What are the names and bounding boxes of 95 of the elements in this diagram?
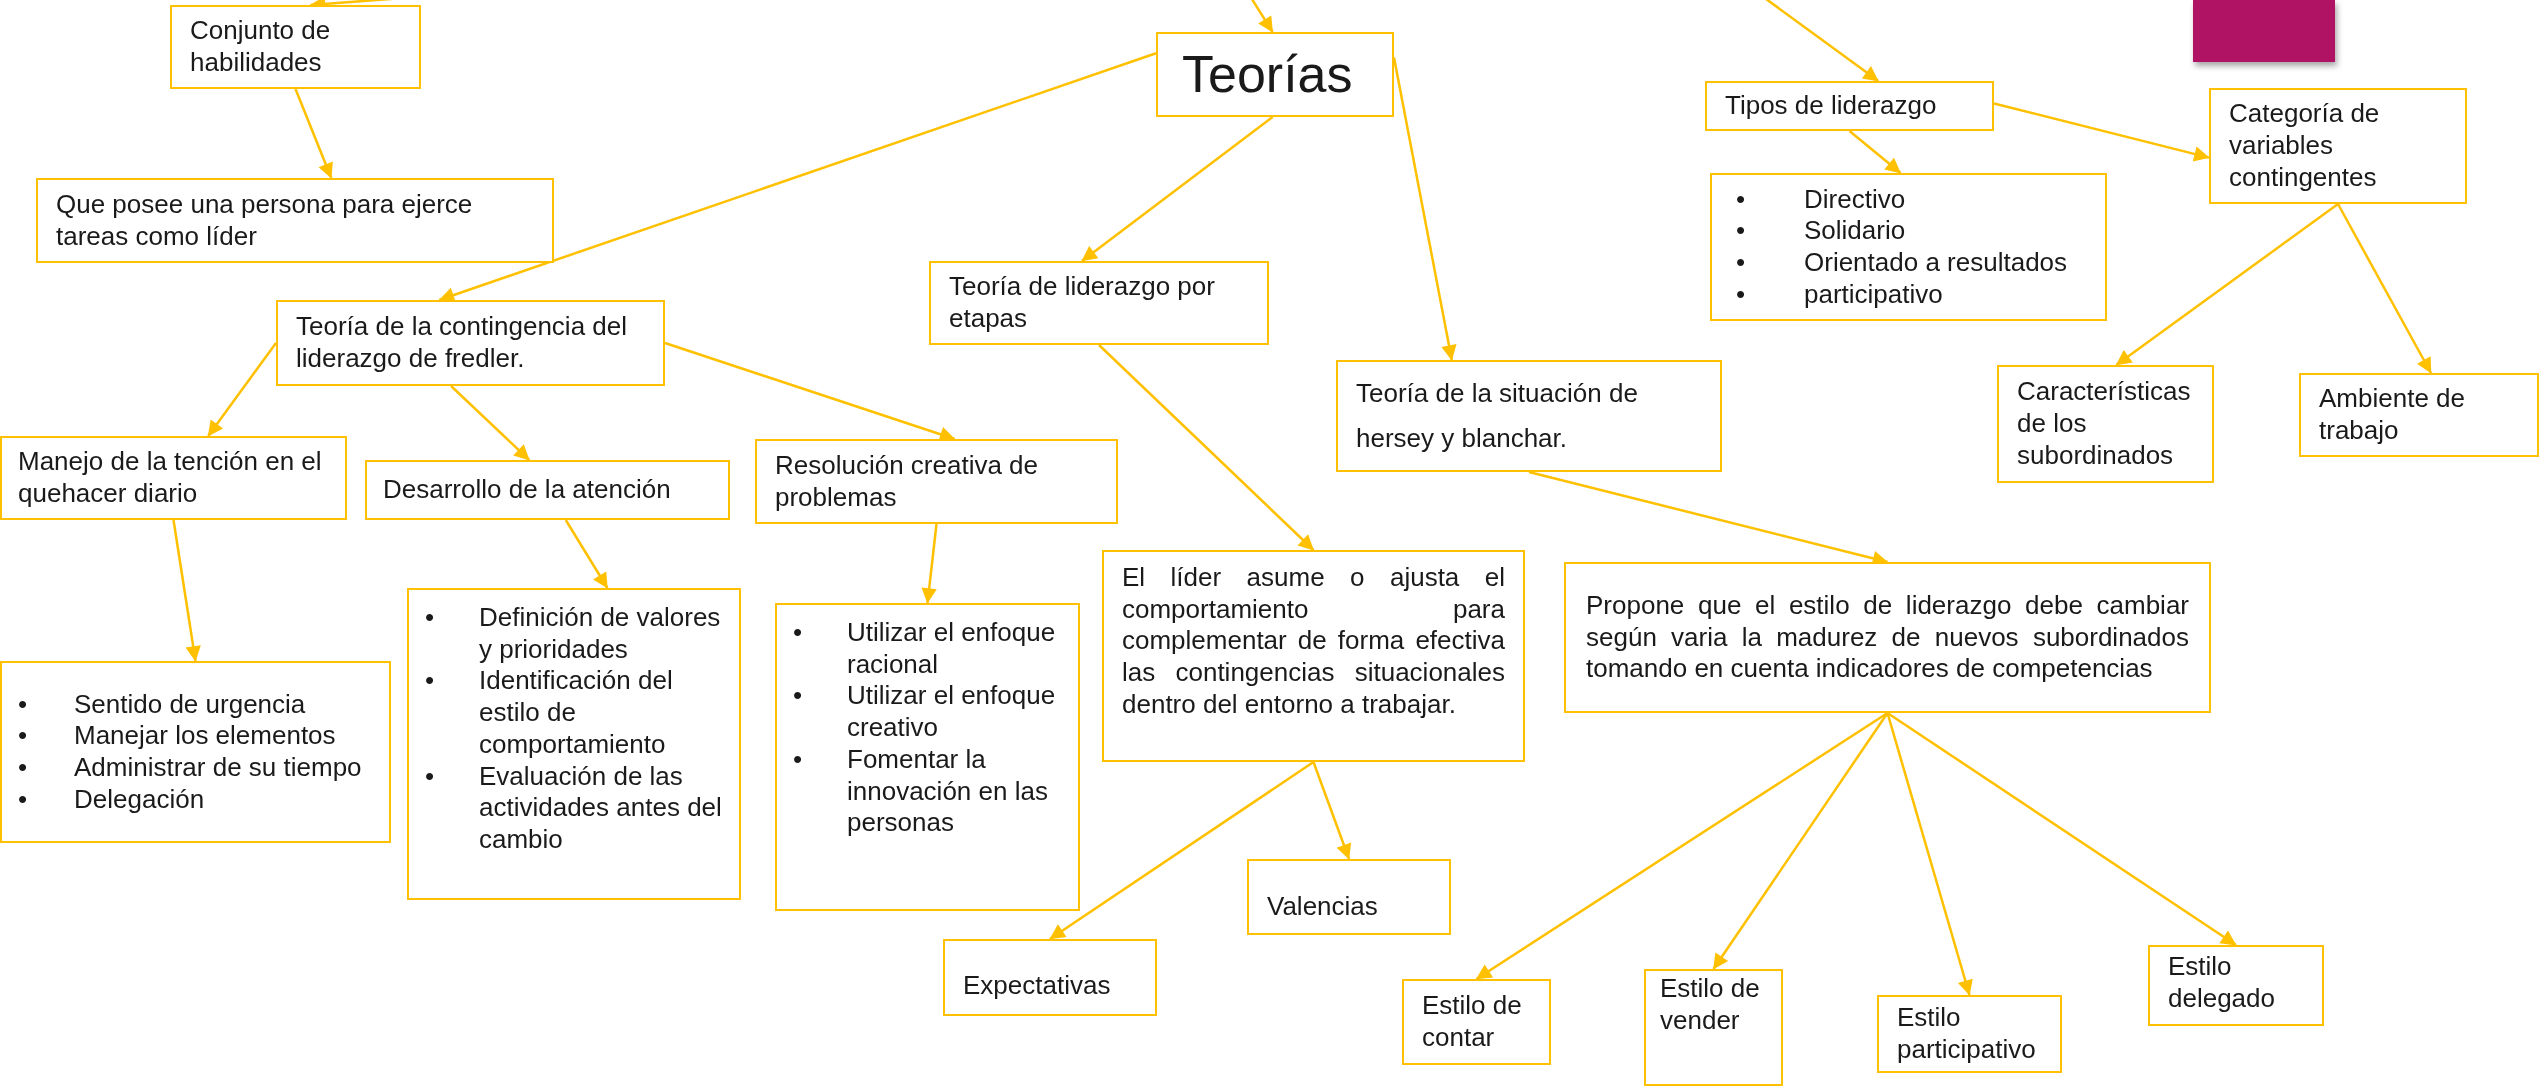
- concept-text: El líder asume o ajusta el comportamiento para complementar de forma efectiva las contingencias situacionales dentro del entorno a trabajar.: [1122, 562, 1505, 721]
- arrow: [1712, 712, 1889, 970]
- concept-box: [1102, 550, 1525, 762]
- arrow: [564, 519, 609, 589]
- concept-text: Estilo de vender: [1660, 973, 1761, 1037]
- concept-text: Teorías: [1182, 43, 1354, 105]
- bullet-mark: •: [424, 665, 436, 698]
- list-item: Utilizar el enfoque racional: [847, 617, 1057, 681]
- bullet-mark: •: [1735, 215, 1747, 247]
- concept-box: [1877, 995, 2062, 1073]
- concept-box: [2299, 373, 2539, 457]
- concept-text: Desarrollo de la atención: [383, 474, 672, 506]
- concept-text: Resolución creativa de problemas: [775, 449, 1040, 514]
- bullet-mark: •: [1735, 183, 1747, 216]
- list-item: Evaluación de las actividades antes del cambio: [479, 760, 723, 856]
- arrow: [1993, 102, 2210, 162]
- bullet-mark: •: [1735, 278, 1747, 311]
- arrow: [1886, 711, 2237, 947]
- arrow: [450, 385, 531, 461]
- concept-text: Valencias: [1267, 891, 1379, 923]
- arrow: [1248, 0, 1274, 33]
- arrow: [2115, 203, 2339, 366]
- list-item: Fomentar la innovación en las personas: [847, 743, 1049, 840]
- concept-text: Manejo de la tención en el quehacer diario: [18, 446, 323, 510]
- arrow: [207, 342, 277, 437]
- concept-text: Estilo de contar: [1422, 990, 1523, 1054]
- concept-text: Estilo delegado: [2168, 951, 2276, 1015]
- list-item: Manejar los elementos: [74, 720, 337, 752]
- arrow: [2336, 203, 2433, 374]
- concept-box: [0, 436, 347, 520]
- concept-text: Teoría de la contingencia del liderazgo de fredler.: [296, 311, 628, 375]
- arrow: [1886, 712, 1973, 996]
- concept-box: [1247, 859, 1451, 935]
- concept-box: [929, 261, 1269, 345]
- concept-box: [365, 460, 730, 520]
- list-item: Delegación: [74, 783, 206, 816]
- arrow: [921, 523, 938, 604]
- list-item: Administrar de su tiempo: [74, 752, 363, 784]
- concept-box: [2209, 88, 2467, 204]
- concept-box: [170, 5, 421, 89]
- concept-box: [775, 603, 1080, 911]
- concept-text: Categoría de variables contingentes: [2229, 98, 2381, 194]
- concept-text: Características de los subordinados: [2017, 376, 2192, 472]
- list-item: Solidario: [1804, 215, 1907, 247]
- concept-box: [407, 588, 741, 900]
- concept-text: Propone que el estilo de liderazgo debe cambiar según varia la madurez de nuevos subordinados tomando en cuenta indicadores de competencias: [1586, 589, 2189, 686]
- concept-box: [1710, 173, 2107, 321]
- arrow: [294, 88, 333, 179]
- concept-text: Que posee una persona para ejerce tareas como líder: [56, 188, 474, 253]
- concept-text: Conjunto de habilidades: [190, 15, 332, 79]
- arrow: [1475, 711, 1889, 981]
- list-item: Definición de valores y prioridades: [479, 602, 722, 666]
- concept-text: Tipos de liderazgo: [1725, 90, 1938, 122]
- list-item: Directivo: [1804, 183, 1907, 216]
- list-item: Utilizar el enfoque creativo: [847, 680, 1057, 744]
- concept-box: [1644, 969, 1783, 1086]
- concept-box: [276, 300, 665, 386]
- bullet-mark: •: [792, 743, 804, 776]
- concept-box: [943, 939, 1157, 1016]
- arrow: [172, 519, 201, 662]
- arrow: [1081, 116, 1274, 262]
- concept-box: [1402, 979, 1551, 1065]
- list-item: Identificación del estilo de comportamiento: [479, 665, 674, 761]
- arrow: [1098, 344, 1315, 551]
- concept-box: [1156, 32, 1394, 117]
- concept-box: [36, 178, 554, 263]
- arrow: [1848, 130, 1902, 174]
- concept-text: Expectativas: [963, 970, 1112, 1002]
- list-item: Sentido de urgencia: [74, 688, 307, 721]
- concept-text: Ambiente de trabajo: [2319, 383, 2466, 447]
- concept-text: Estilo participativo: [1897, 1002, 2037, 1066]
- arrow: [664, 341, 956, 442]
- bullet-mark: •: [424, 760, 436, 793]
- bullet-mark: •: [792, 680, 804, 713]
- arrow: [1049, 760, 1315, 941]
- bullet-mark: •: [17, 688, 29, 721]
- arrow: [1312, 761, 1352, 860]
- bullet-mark: •: [17, 783, 29, 816]
- bullet-mark: •: [17, 752, 29, 784]
- concept-box: [1705, 81, 1994, 131]
- list-item: participativo: [1804, 278, 1944, 311]
- bullet-mark: •: [17, 720, 29, 752]
- concept-text: Teoría de la situación de hersey y blanchar.: [1356, 376, 1639, 455]
- bullet-mark: •: [1735, 247, 1747, 279]
- arrow: [438, 52, 1157, 303]
- concept-box: [1564, 562, 2211, 713]
- concept-box: [2148, 945, 2324, 1026]
- concept-text: Teoría de liderazgo por etapas: [949, 271, 1216, 335]
- bullet-mark: •: [792, 617, 804, 649]
- concept-box: [1997, 365, 2214, 483]
- concept-box: [0, 661, 391, 843]
- bullet-mark: •: [424, 602, 436, 634]
- list-item: Orientado a resultados: [1804, 247, 2069, 279]
- concept-box: [755, 439, 1118, 524]
- concept-box: [1336, 360, 1722, 472]
